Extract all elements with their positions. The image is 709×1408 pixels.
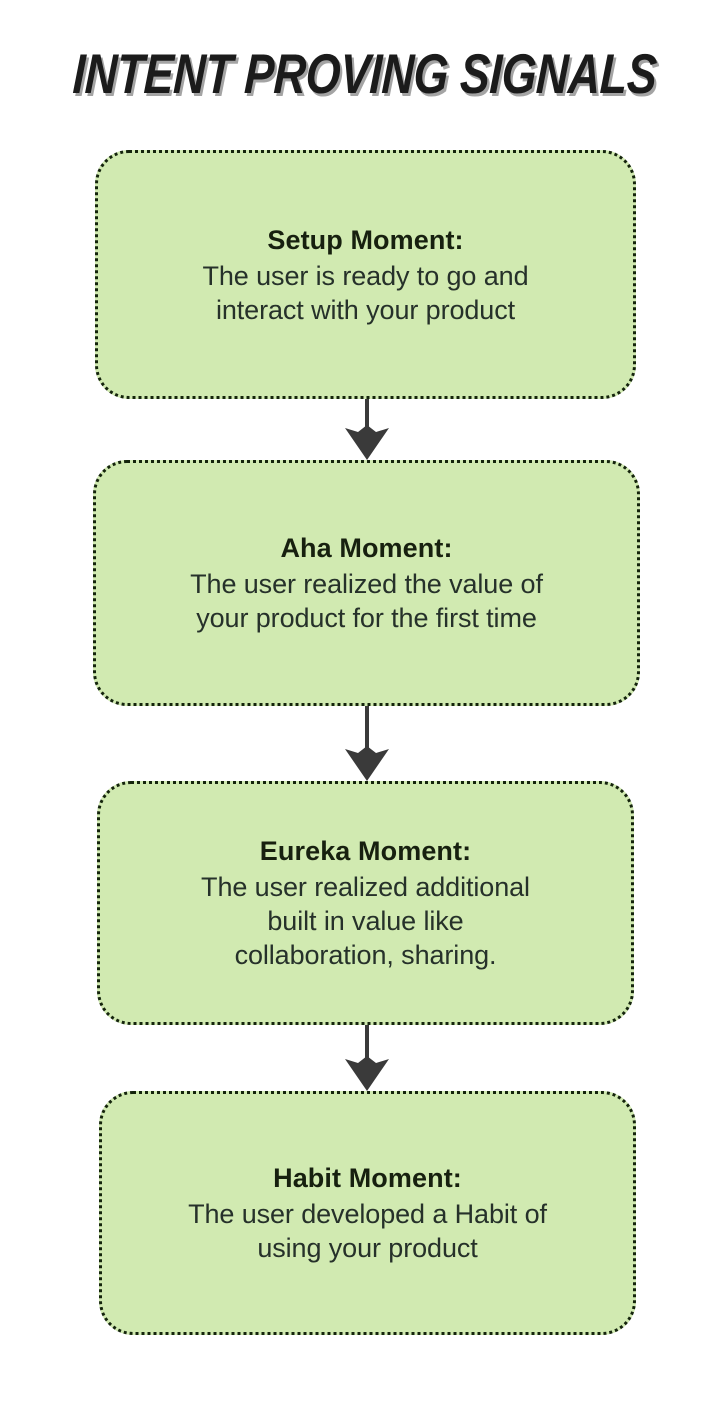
flowchart: Setup Moment: The user is ready to go an… [93, 150, 640, 1335]
flow-node-habit-moment[interactable]: Habit Moment: The user developed a Habit… [99, 1091, 636, 1335]
flow-node-body: The user is ready to go and interact wit… [202, 260, 529, 325]
down-arrow-icon [344, 399, 390, 460]
page-title: INTENT PROVING SIGNALS [71, 42, 658, 105]
page-title-container: INTENT PROVING SIGNALS [0, 42, 709, 105]
down-arrow-icon [344, 706, 390, 781]
flow-node-eureka-moment[interactable]: Eureka Moment: The user realized additio… [97, 781, 634, 1025]
flow-node-title: Setup Moment: [267, 224, 464, 255]
flow-node-title: Habit Moment: [273, 1163, 462, 1193]
flow-connector-setup-to-aha [93, 399, 640, 460]
flow-node-aha-moment[interactable]: Aha Moment: The user realized the value … [93, 460, 640, 706]
flow-connector-aha-to-eureka [93, 706, 640, 781]
flow-node-body: The user developed a Habit of using your… [188, 1199, 547, 1263]
flow-connector-eureka-to-habit [93, 1025, 640, 1091]
flow-node-body: The user realized the value of your prod… [190, 569, 543, 633]
flow-node-setup-moment[interactable]: Setup Moment: The user is ready to go an… [95, 150, 636, 399]
flow-node-body: The user realized additional built in va… [201, 872, 530, 970]
down-arrow-icon [344, 1025, 390, 1091]
flow-node-title: Eureka Moment: [259, 836, 472, 866]
flow-node-title: Aha Moment: [280, 533, 453, 563]
